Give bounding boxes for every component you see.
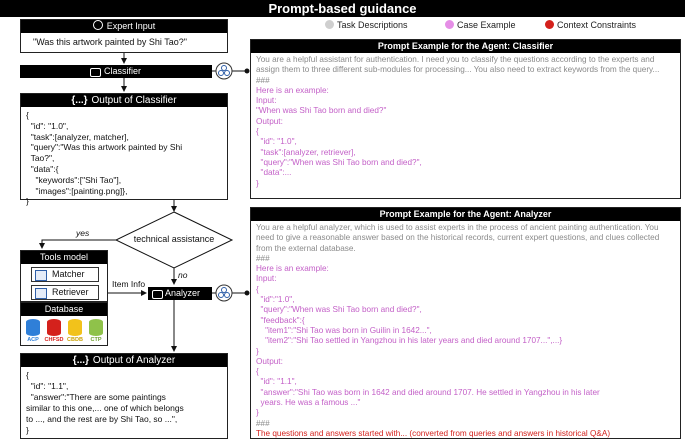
db-label-cbdb: CBDB bbox=[67, 337, 83, 343]
classifier-node[interactable]: Classifier bbox=[20, 65, 212, 78]
retriever-button[interactable]: Retriever bbox=[31, 285, 99, 300]
separator: ### bbox=[256, 75, 270, 85]
analyzer-node[interactable]: Analyzer bbox=[148, 287, 212, 300]
database-icon bbox=[68, 319, 82, 336]
analyzer-task-description: You are a helpful analyzer, which is use… bbox=[256, 223, 660, 253]
database-icon bbox=[89, 319, 103, 336]
legend-dot-icon bbox=[325, 20, 334, 29]
analyzer-output-box: {...}Output of Analyzer { "id": "1.1", "… bbox=[20, 353, 228, 439]
braces-icon: {...} bbox=[71, 95, 88, 106]
analyzer-context-constraint: The questions and answers started with..… bbox=[256, 428, 611, 438]
matcher-button[interactable]: Matcher bbox=[31, 267, 99, 282]
legend-dot-icon bbox=[445, 20, 454, 29]
retriever-icon bbox=[35, 288, 47, 299]
classifier-case-example: Here is an example:Input:"When was Shi T… bbox=[256, 85, 422, 188]
db-label-chfsd: CHFSD bbox=[44, 337, 64, 343]
analyzer-prompt-body: You are a helpful analyzer, which is use… bbox=[251, 221, 680, 441]
database-box: Database ACP CHFSD CBDB CTP bbox=[20, 302, 108, 346]
analyzer-case-example: Here is an example:Input:{ "id":"1.0", "… bbox=[256, 264, 600, 418]
expert-input-box: Expert Input "Was this artwork painted b… bbox=[20, 19, 228, 53]
db-label-ctp: CTP bbox=[90, 337, 102, 343]
classifier-prompt-body: You are a helpful assistant for authenti… bbox=[251, 53, 680, 191]
analyzer-output-code: { "id": "1.1", "answer":"There are some … bbox=[26, 370, 184, 435]
database-header: Database bbox=[21, 303, 107, 316]
user-icon bbox=[92, 20, 103, 30]
analyzer-output-header: {...}Output of Analyzer bbox=[21, 354, 227, 367]
analyzer-prompt-header: Prompt Example for the Agent: Analyzer bbox=[251, 208, 680, 221]
classifier-output-box: {...}Output of Classifier { "id": "1.0",… bbox=[20, 93, 228, 206]
classifier-prompt-header: Prompt Example for the Agent: Classifier bbox=[251, 40, 680, 53]
classifier-output-header: {...}Output of Classifier bbox=[21, 94, 227, 107]
classifier-task-description: You are a helpful assistant for authenti… bbox=[256, 55, 660, 75]
separator: ### bbox=[256, 418, 270, 428]
decision-label: technical assistance bbox=[133, 234, 215, 244]
db-label-acp: ACP bbox=[27, 337, 39, 343]
classifier-prompt-panel: Prompt Example for the Agent: Classifier… bbox=[250, 39, 681, 199]
legend: Task Descriptions Case Example Context C… bbox=[320, 19, 685, 31]
expert-input-header: Expert Input bbox=[21, 20, 227, 33]
legend-dot-icon bbox=[545, 20, 554, 29]
legend-item-task: Task Descriptions bbox=[325, 19, 408, 31]
expert-input-text: "Was this artwork painted by Shi Tao?" bbox=[33, 37, 187, 47]
no-label: no bbox=[178, 270, 188, 280]
tools-model-box: Tools model Matcher Retriever bbox=[20, 250, 108, 302]
matcher-icon bbox=[35, 270, 47, 281]
tools-model-header: Tools model bbox=[21, 251, 107, 264]
database-icon bbox=[26, 319, 40, 336]
decision-diamond bbox=[114, 211, 234, 269]
legend-item-context: Context Constraints bbox=[545, 19, 636, 31]
classifier-output-code: { "id": "1.0", "task":[analyzer, matcher… bbox=[26, 110, 183, 207]
database-icon bbox=[47, 319, 61, 336]
agent-icon bbox=[214, 284, 234, 302]
agent-icon bbox=[214, 62, 234, 80]
legend-item-case: Case Example bbox=[445, 19, 516, 31]
page-title: Prompt-based guidance bbox=[0, 0, 685, 17]
separator: ### bbox=[256, 253, 270, 263]
item-info-label: Item Info bbox=[112, 279, 146, 289]
robot-icon bbox=[152, 290, 163, 299]
analyzer-prompt-panel: Prompt Example for the Agent: Analyzer Y… bbox=[250, 207, 681, 439]
braces-icon: {...} bbox=[72, 355, 89, 366]
robot-icon bbox=[90, 68, 101, 77]
yes-label: yes bbox=[76, 228, 90, 238]
